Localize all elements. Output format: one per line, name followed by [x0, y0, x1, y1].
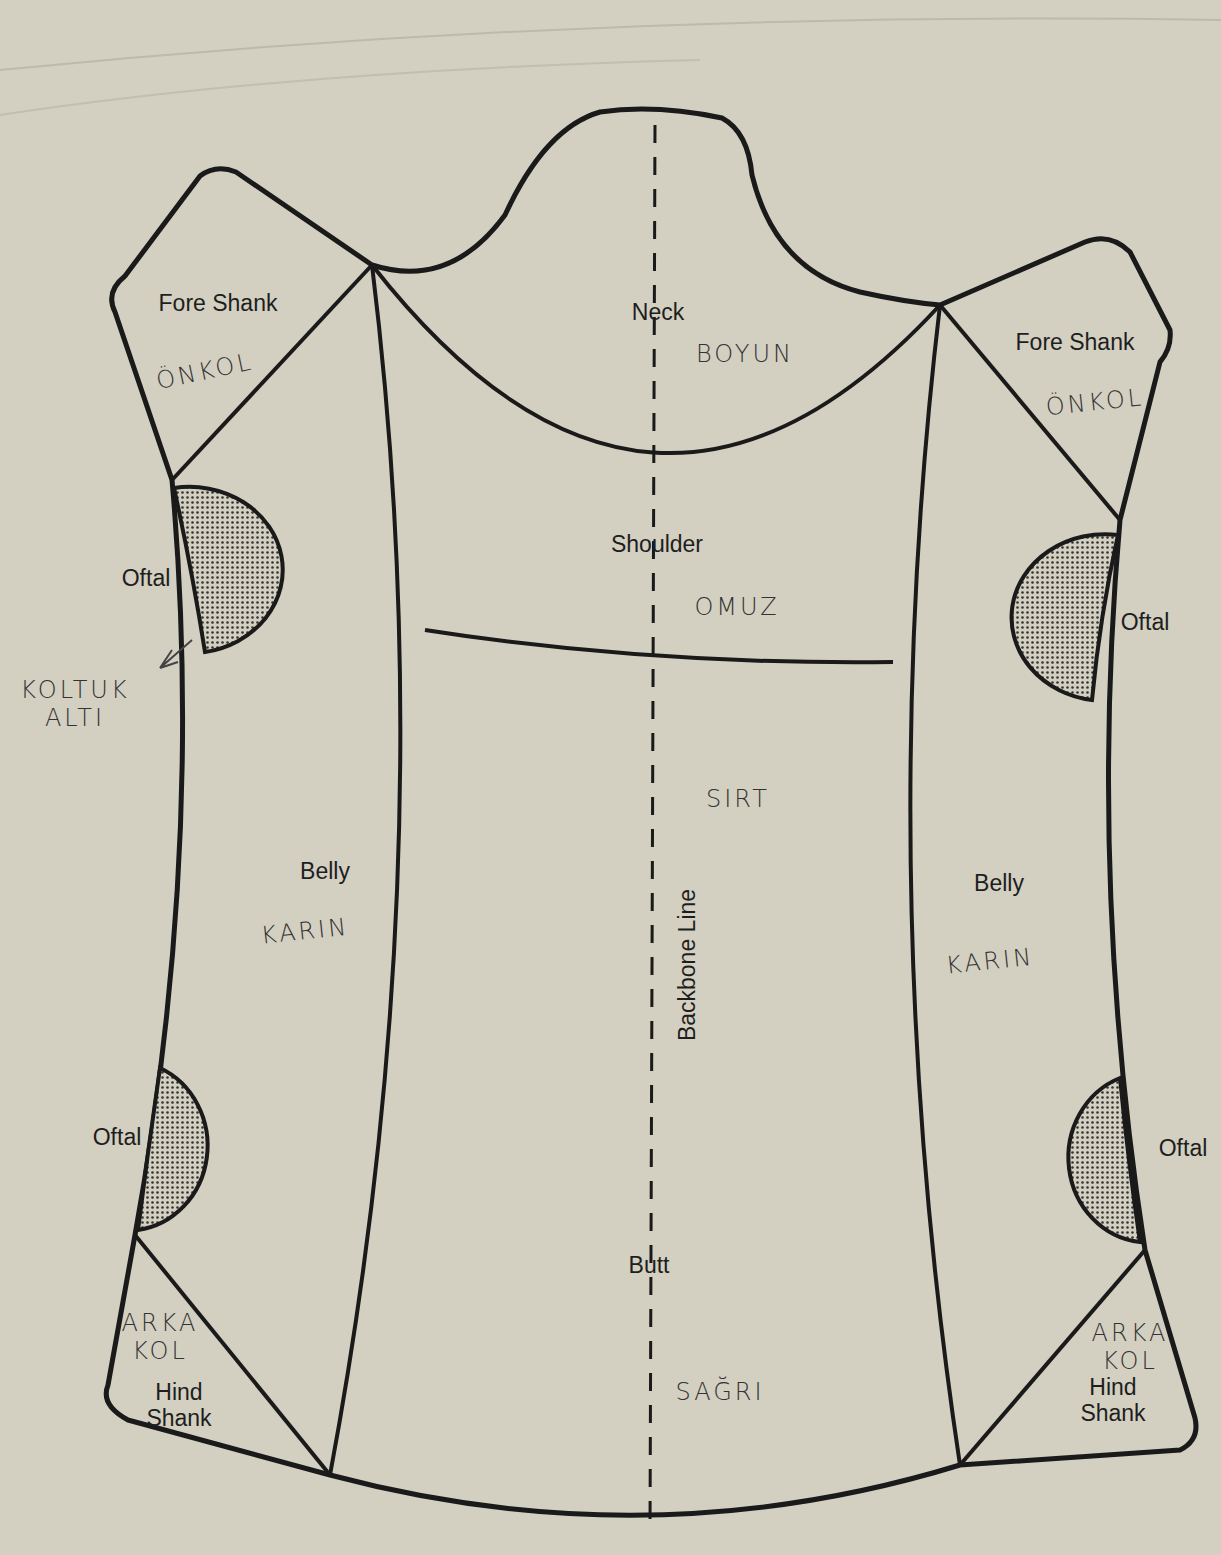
handwritten-label: BOYUN — [696, 341, 794, 369]
handwritten-label: ARKA KOL — [1085, 1320, 1175, 1375]
part-label: Backbone Line — [674, 889, 700, 1041]
part-label: Neck — [632, 299, 684, 325]
handwritten-label: ÖNKOL — [154, 348, 256, 395]
part-label: Fore Shank — [159, 290, 278, 316]
handwritten-label: SIRT — [706, 786, 770, 814]
handwritten-label: KARIN — [260, 914, 351, 951]
handwritten-label: ARKA KOL — [115, 1310, 205, 1365]
handwritten-label: KOLTUK ALTI — [15, 677, 135, 732]
handwritten-label: SAĞRI — [675, 1379, 764, 1407]
part-label: Butt — [629, 1252, 670, 1278]
part-label: Oftal — [122, 565, 171, 591]
part-label: Fore Shank — [1016, 329, 1135, 355]
part-label: Oftal — [1159, 1135, 1208, 1161]
part-label: Hind Shank — [124, 1379, 234, 1432]
part-label: Shoulder — [611, 531, 703, 557]
part-label: Oftal — [93, 1124, 142, 1150]
part-label: Hind Shank — [1058, 1374, 1168, 1427]
part-label: Belly — [300, 858, 350, 884]
handwritten-label: ÖNKOL — [1045, 384, 1146, 422]
part-label: Oftal — [1121, 609, 1170, 635]
handwritten-label: KARIN — [945, 944, 1036, 981]
handwritten-label: OMUZ — [694, 594, 779, 622]
part-label: Belly — [974, 870, 1024, 896]
